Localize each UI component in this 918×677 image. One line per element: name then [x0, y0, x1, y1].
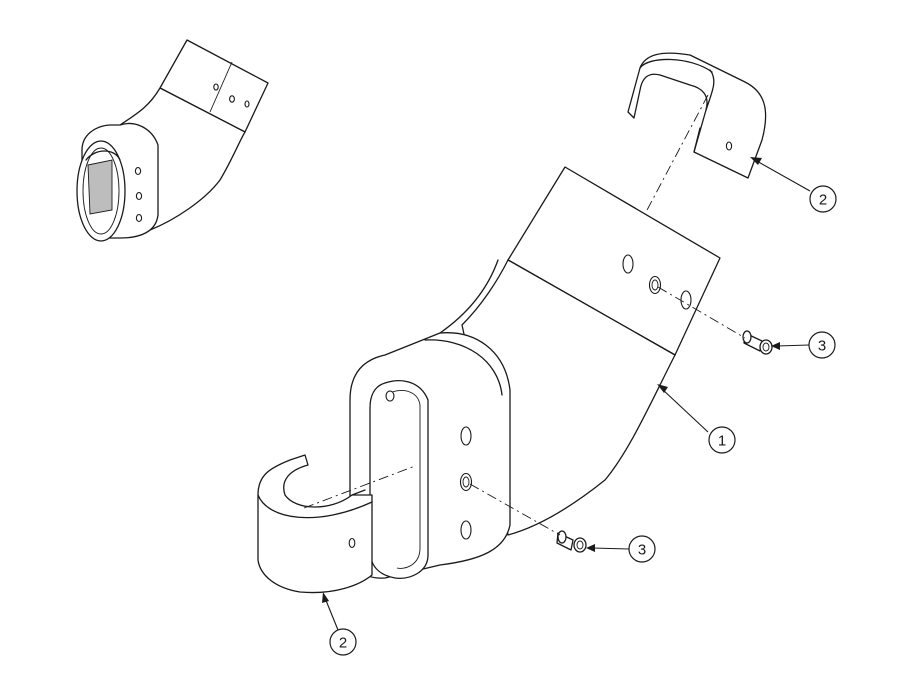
- callout-3-bottom-label: 3: [638, 542, 646, 559]
- assembled-thumbnail-view: [76, 39, 269, 242]
- part-1-elbow-bracket: [349, 166, 721, 579]
- callout-3-top: 3: [771, 331, 836, 359]
- alignment-centerlines: [303, 94, 746, 536]
- callout-2-bottom-label: 2: [339, 635, 347, 652]
- callout-3-bottom: 3: [586, 535, 656, 563]
- callout-3-top-label: 3: [818, 338, 826, 355]
- part-3-bottom-rivet: [556, 530, 587, 553]
- callout-2-top: 2: [750, 157, 837, 213]
- callout-balloons: 1 2 2 3 3: [322, 157, 837, 656]
- part-2-bottom-clip: [257, 454, 373, 594]
- callout-2-bottom: 2: [322, 592, 357, 656]
- callout-2-top-label: 2: [819, 192, 827, 209]
- part-2-top-clip: [627, 52, 767, 179]
- callout-1: 1: [657, 384, 736, 454]
- part-3-top-rivet: [742, 330, 773, 355]
- callout-1-label: 1: [718, 433, 726, 450]
